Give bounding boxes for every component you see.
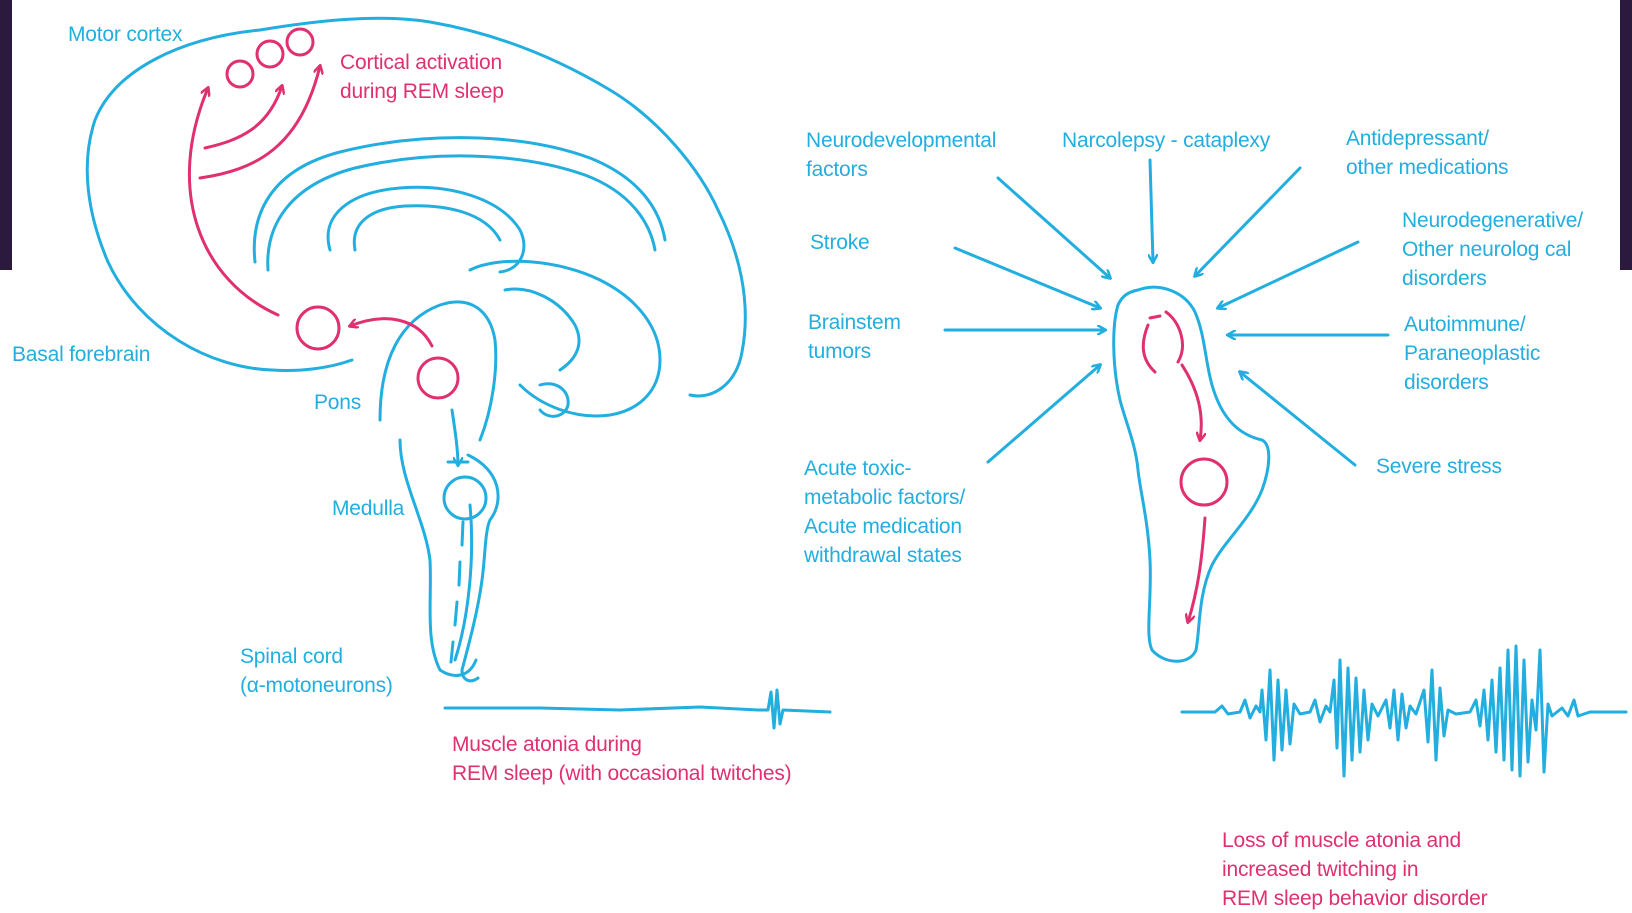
arrow-stroke <box>955 248 1100 308</box>
cortical-neuron-2 <box>257 41 283 67</box>
medulla-nucleus <box>444 477 486 519</box>
label-motor-cortex: Motor cortex <box>68 20 182 49</box>
label-neurodegenerative: Neurodegenerative/ Other neurolog cal di… <box>1402 206 1583 293</box>
label-loss-of-atonia: Loss of muscle atonia and increased twit… <box>1222 826 1487 913</box>
label-narcolepsy: Narcolepsy - cataplexy <box>1062 126 1270 155</box>
cortical-neuron-3 <box>287 29 313 55</box>
label-stroke: Stroke <box>810 228 870 257</box>
brain-sagittal-outline <box>87 18 745 681</box>
label-neurodevelopmental: Neurodevelopmental factors <box>806 126 996 184</box>
arrow-acute-toxic <box>988 365 1100 462</box>
emg-trace-rbd <box>1182 646 1626 776</box>
basal-forebrain-nucleus <box>297 307 339 349</box>
label-acute-toxic: Acute toxic- metabolic factors/ Acute me… <box>804 454 965 570</box>
label-cortical-activation: Cortical activation during REM sleep <box>340 48 504 106</box>
label-autoimmune: Autoimmune/ Paraneoplastic disorders <box>1404 310 1540 397</box>
label-antidepressant: Antidepressant/ other medications <box>1346 124 1508 182</box>
arrow-severe-stress <box>1240 372 1355 465</box>
arrow-neurodevelopmental <box>998 178 1110 278</box>
pons-nucleus <box>418 358 458 398</box>
label-basal-forebrain: Basal forebrain <box>12 340 150 369</box>
label-spinal-cord: Spinal cord (α-motoneurons) <box>240 642 393 700</box>
rbd-pathway <box>1143 312 1227 622</box>
label-severe-stress: Severe stress <box>1376 452 1502 481</box>
arrow-antidepressant <box>1195 168 1300 276</box>
label-medulla: Medulla <box>332 494 404 523</box>
arrow-narcolepsy <box>1150 160 1153 262</box>
label-pons: Pons <box>314 388 361 417</box>
emg-trace-normal <box>445 690 830 728</box>
label-muscle-atonia: Muscle atonia during REM sleep (with occ… <box>452 730 791 788</box>
label-brainstem-tumors: Brainstem tumors <box>808 308 901 366</box>
cortical-neuron-1 <box>227 61 253 87</box>
arrow-neurodegenerative <box>1218 242 1358 308</box>
rbd-medulla-nucleus <box>1181 459 1227 505</box>
